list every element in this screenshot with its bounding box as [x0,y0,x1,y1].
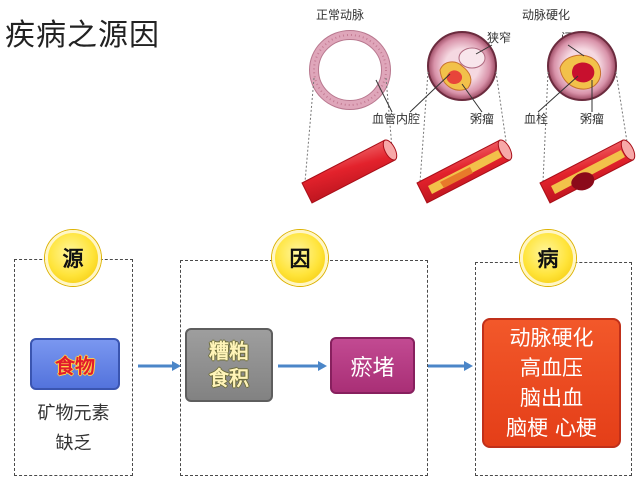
blockage-box: 瘀堵 [330,337,415,394]
disease-item-arteriosclerosis: 动脉硬化 [509,326,594,350]
disease-badge: 病 [520,230,576,286]
accumulation-label-line-1: 糟粕 [209,339,249,363]
disease-item-infarctions: 脑梗 心梗 [506,416,597,440]
accumulation-box: 糟粕 食积 [185,328,273,402]
stenosis-cross-section [427,31,497,101]
food-box: 食物 [30,338,120,390]
normal-artery-cross-section [309,30,391,110]
page-title: 疾病之源因 [5,18,160,53]
normal-artery-tube [301,139,398,204]
accumulation-label-line-2: 食积 [209,366,249,390]
label-normal-artery: 正常动脉 [316,7,364,22]
stenosis-artery-tube [416,139,513,204]
label-stenosis: 狭窄 [487,30,511,45]
artery-illustration: 正常动脉 动脉硬化 狭窄 闭塞 血管内腔 粥瘤 血栓 粥瘤 [301,7,636,204]
blockage-label: 瘀堵 [350,355,395,381]
label-vessel-lumen: 血管内腔 [372,111,420,126]
source-badge: 源 [45,230,101,286]
arrow-source-to-cause [138,361,181,371]
label-arteriosclerosis: 动脉硬化 [522,7,570,22]
cause-badge: 因 [272,230,328,286]
arrow-cause-to-disease [428,361,473,371]
disease-box: 动脉硬化 高血压 脑出血 脑梗 心梗 [482,318,621,448]
label-thrombus: 血栓 [524,111,548,126]
label-atheroma-1: 粥瘤 [470,111,494,126]
projection-lines [304,71,629,183]
mineral-note-line-1: 矿物元素 [37,403,110,424]
disease-item-cerebral-hemorrhage: 脑出血 [520,386,583,410]
mineral-note-line-2: 缺乏 [55,433,92,454]
occlusion-artery-tube [539,139,636,204]
occlusion-cross-section [547,31,617,101]
arrow-accumulation-to-blockage [278,361,327,371]
disease-item-hypertension: 高血压 [520,356,583,380]
flow-arrows [138,361,473,371]
food-label: 食物 [55,353,95,378]
leader-lines [375,44,593,113]
label-atheroma-2: 粥瘤 [580,111,604,126]
